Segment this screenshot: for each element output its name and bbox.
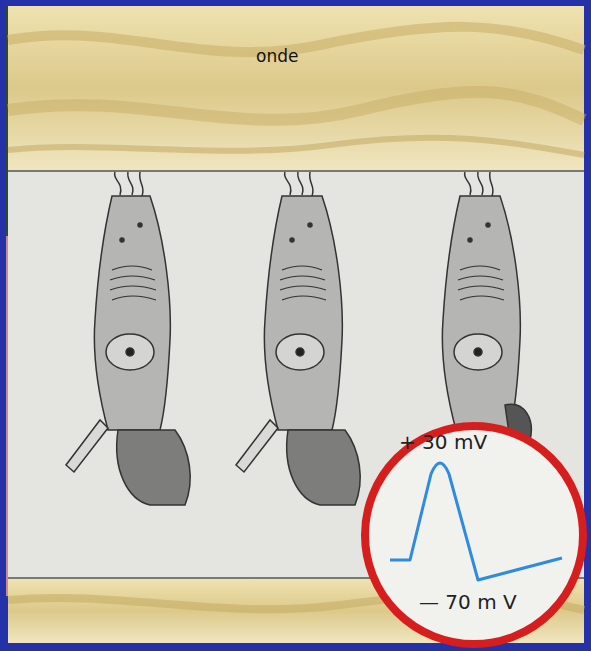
- voltage-label: — 70 m V: [419, 590, 517, 614]
- voltage-label: + 30 mV: [399, 430, 487, 454]
- action-potential-inset: + 30 mV — 70 m V: [361, 422, 587, 648]
- wave-label: onde: [256, 46, 298, 66]
